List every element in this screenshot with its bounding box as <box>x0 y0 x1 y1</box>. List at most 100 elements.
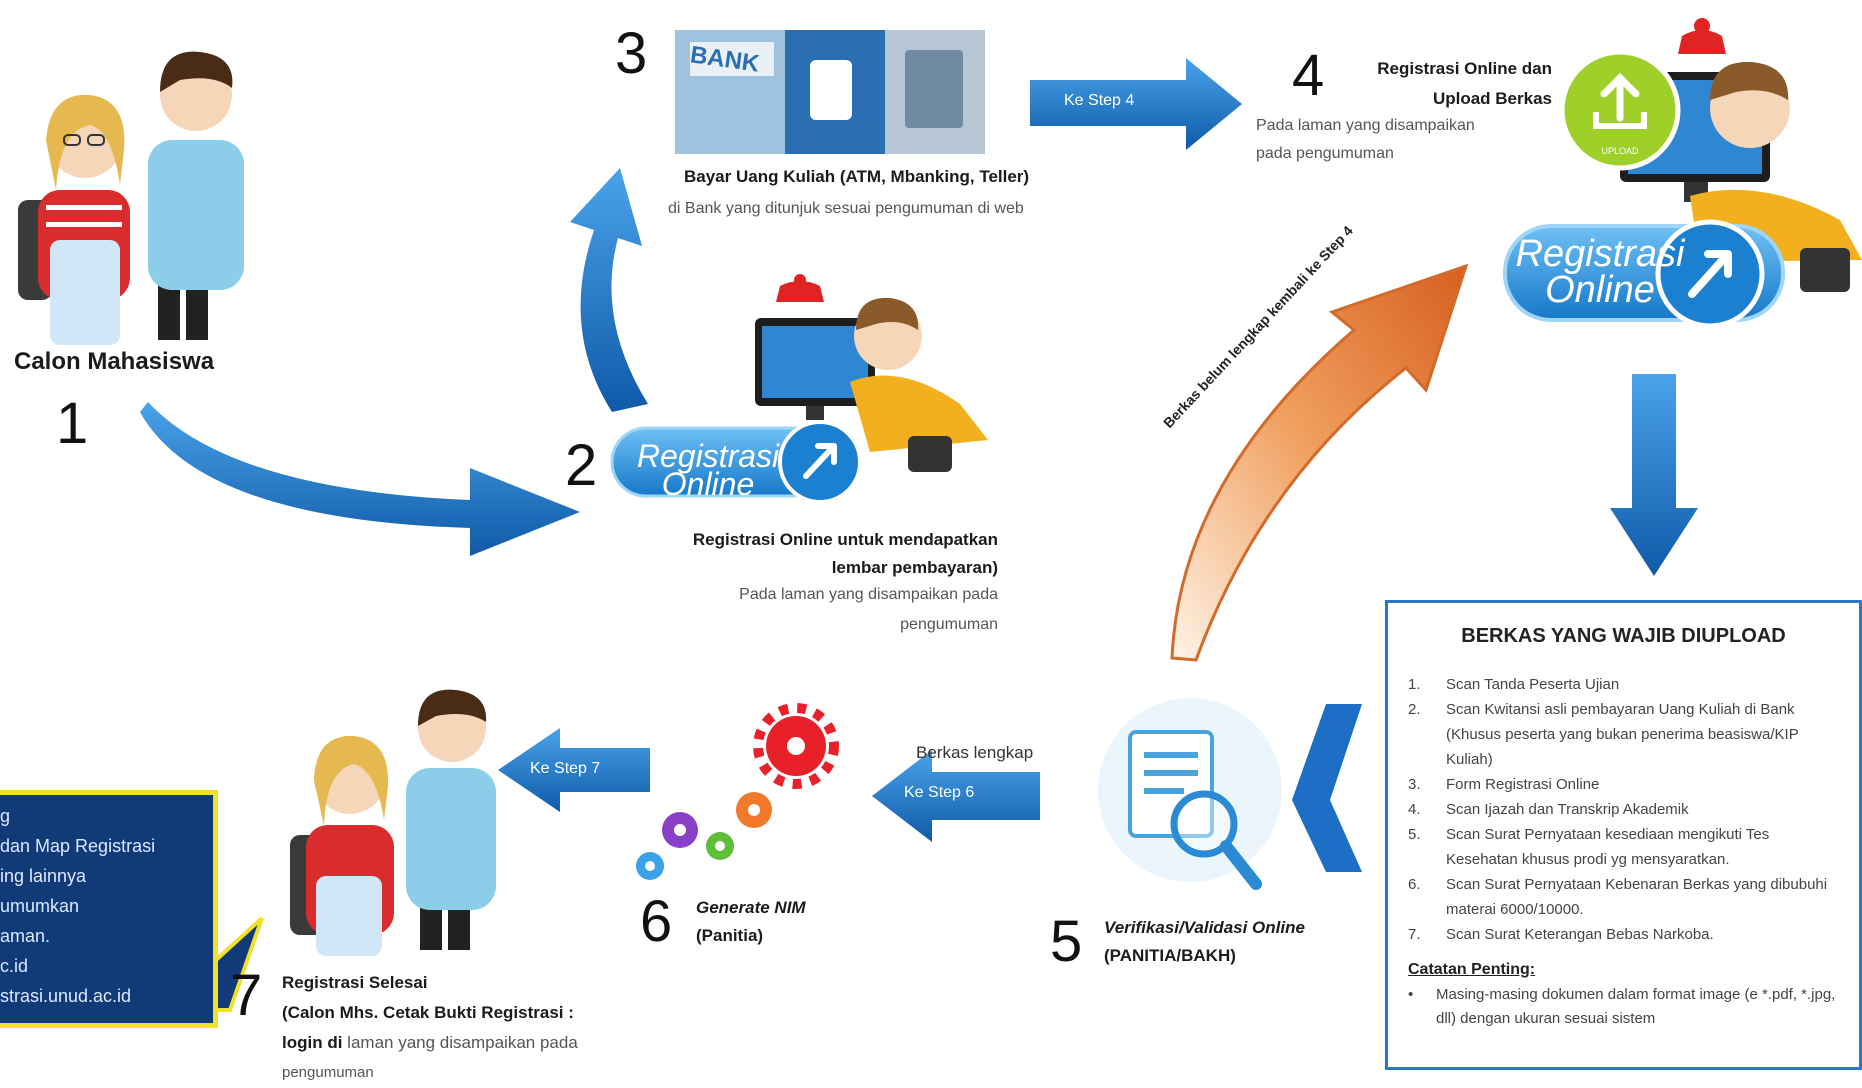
caption-line1: Registrasi Selesai <box>282 973 428 992</box>
file-item-text: Form Registrasi Online <box>1446 776 1600 793</box>
sub-line1: Pada laman yang disampaikan pada <box>739 586 998 603</box>
upload-icon-label: UPLOAD <box>1601 146 1639 156</box>
info-line: umumkan <box>0 896 80 916</box>
registrasi-online-badge-step4 <box>1503 219 1785 329</box>
step4-badge-text: Registrasi Online <box>1510 233 1690 311</box>
info-line: dan Map Registrasi <box>0 836 156 856</box>
step2-sub: Pada laman yang disampaikan pada pengumu… <box>600 580 998 640</box>
file-item-text: Scan Kwitansi asli pembayaran Uang Kulia… <box>1446 701 1799 768</box>
title-line1: Registrasi Online dan <box>1377 59 1552 78</box>
note-bullet: • <box>1408 986 1414 1003</box>
arrow-label-to-step4: Ke Step 4 <box>1064 92 1135 109</box>
badge-line1: Registrasi <box>1515 233 1685 275</box>
file-item-text: Scan Tanda Peserta Ujian <box>1446 676 1620 693</box>
file-item-text: Scan Surat Pernyataan Kebenaran Berkas y… <box>1446 876 1828 918</box>
step6-caption: Generate NIM (Panitia) <box>696 894 806 950</box>
step2-caption: Registrasi Online untuk mendapatkan lemb… <box>600 526 998 582</box>
step5-number: 5 <box>1050 909 1083 974</box>
file-item: 3. Form Registrasi Online <box>1408 772 1845 797</box>
required-files-box: BERKAS YANG WAJIB DIUPLOAD 1. Scan Tanda … <box>1385 600 1862 1070</box>
arrow-label-to-step7: Ke Step 7 <box>530 760 601 777</box>
step6-number: 6 <box>640 889 673 954</box>
file-item: 4. Scan Ijazah dan Transkrip Akademik <box>1408 797 1845 822</box>
arrow-to-step6 <box>872 750 1040 842</box>
arrow-label-to-step6: Ke Step 6 <box>904 784 975 801</box>
gears-illustration <box>636 703 839 880</box>
file-item: 2. Scan Kwitansi asli pembayaran Uang Kul… <box>1408 697 1845 772</box>
upload-computer-illustration <box>1559 18 1862 292</box>
step3-number: 3 <box>615 21 648 86</box>
info-line: strasi.unud.ac.id <box>0 986 132 1006</box>
step1-label: Calon Mahasiswa <box>14 348 215 375</box>
info-box: g dan Map Registrasi ing lainnya umumkan ama… <box>0 790 218 1028</box>
caption-line4: pengumuman <box>282 1064 374 1081</box>
bank-photo <box>675 30 985 154</box>
file-item-text: Scan Ijazah dan Transkrip Akademik <box>1446 801 1689 818</box>
caption-line2: lembar pembayaran) <box>831 558 998 577</box>
info-line: g <box>0 806 11 826</box>
step4-sub: Pada laman yang disampaikan pada pengumu… <box>1256 112 1475 168</box>
caption-line1: Generate NIM <box>696 898 806 917</box>
arrow-step1-to-step2 <box>140 402 580 556</box>
caption-line2: (Calon Mhs. Cetak Bukti Registrasi : <box>282 1003 574 1022</box>
caption-line3-bold: login di <box>282 1033 343 1052</box>
arrow-to-step4 <box>1030 58 1242 150</box>
caption-line2: (Panitia) <box>696 926 764 945</box>
file-item: 5. Scan Surat Pernyataan kesediaan mengik… <box>1408 822 1845 872</box>
files-box-title: BERKAS YANG WAJIB DIUPLOAD <box>1461 625 1786 647</box>
arrow-to-step7 <box>498 728 650 812</box>
badge-line2: Online <box>661 466 755 502</box>
step4-number: 4 <box>1292 43 1325 108</box>
step3-caption: Bayar Uang Kuliah (ATM, Mbanking, Teller… <box>684 167 1030 186</box>
caption-line2: (PANITIA/BAKH) <box>1104 946 1236 965</box>
info-line: c.id <box>0 956 29 976</box>
files-list: 1. Scan Tanda Peserta Ujian 2. Scan Kwitans… <box>1388 672 1859 947</box>
file-item-number: 4. <box>1408 801 1421 818</box>
caption-line3-rest: laman yang disampaikan pada <box>347 1033 578 1052</box>
title-line2: Upload Berkas <box>1432 89 1552 108</box>
info-line: aman. <box>0 926 51 946</box>
file-item-number: 6. <box>1408 876 1421 893</box>
file-item-text: Scan Surat Pernyataan kesediaan mengikut… <box>1446 826 1770 868</box>
file-item-number: 5. <box>1408 826 1421 843</box>
badge-line2: Online <box>1545 269 1655 311</box>
step5-caption: Verifikasi/Validasi Online (PANITIA/BAKH… <box>1104 914 1305 970</box>
sub-line1: Pada laman yang disampaikan <box>1256 117 1475 134</box>
step2-number: 2 <box>565 433 598 498</box>
step3-sub: di Bank yang ditunjuk sesuai pengumuman … <box>668 200 1024 217</box>
student-pair-illustration <box>18 51 244 345</box>
info-line: ing lainnya <box>0 866 87 886</box>
caption-line1: Verifikasi/Validasi Online <box>1104 918 1305 937</box>
caption-line1: Registrasi Online untuk mendapatkan <box>692 530 998 549</box>
arrow-to-step5 <box>1610 374 1698 576</box>
step4-title: Registrasi Online dan Upload Berkas <box>1312 54 1552 114</box>
step7-number: 7 <box>230 963 263 1028</box>
arrow-label-berkas-lengkap: Berkas lengkap <box>916 743 1034 762</box>
file-item: 1. Scan Tanda Peserta Ujian <box>1408 672 1845 697</box>
file-item: 6. Scan Surat Pernyataan Kebenaran Berkas… <box>1408 872 1845 922</box>
badge-line1: Registrasi <box>636 438 780 474</box>
note-title: Catatan Penting: <box>1408 961 1536 978</box>
sub-line2: pada pengumuman <box>1256 145 1394 162</box>
file-item-number: 1. <box>1408 676 1421 693</box>
registrasi-online-badge-step2 <box>610 420 862 504</box>
file-item-number: 2. <box>1408 701 1421 718</box>
step1-number: 1 <box>56 391 89 456</box>
arrow-label-to-step5: Ke Step 5 <box>1598 438 1614 500</box>
red-gear <box>753 703 839 789</box>
note-text: Masing-masing dokumen dalam format image… <box>1436 986 1836 1027</box>
arrow-back-to-step4 <box>1170 263 1469 662</box>
file-item-number: 3. <box>1408 776 1421 793</box>
chevron-to-step5 <box>1292 704 1362 872</box>
file-item-text: Scan Surat Keterangan Bebas Narkoba. <box>1446 926 1714 943</box>
file-item-number: 7. <box>1408 926 1421 943</box>
note-item: • Masing-masing dokumen dalam format ima… <box>1408 983 1843 1031</box>
sub-line2: pengumuman <box>900 616 998 633</box>
student-pair-illustration-done <box>290 689 496 956</box>
step7-caption: Registrasi Selesai (Calon Mhs. Cetak Buk… <box>282 968 578 1088</box>
arrow-step2-to-step3 <box>570 168 648 412</box>
verification-magnifier-illustration <box>1098 698 1282 890</box>
computer-operator-illustration <box>755 274 988 472</box>
file-item: 7. Scan Surat Keterangan Bebas Narkoba. <box>1408 922 1845 947</box>
